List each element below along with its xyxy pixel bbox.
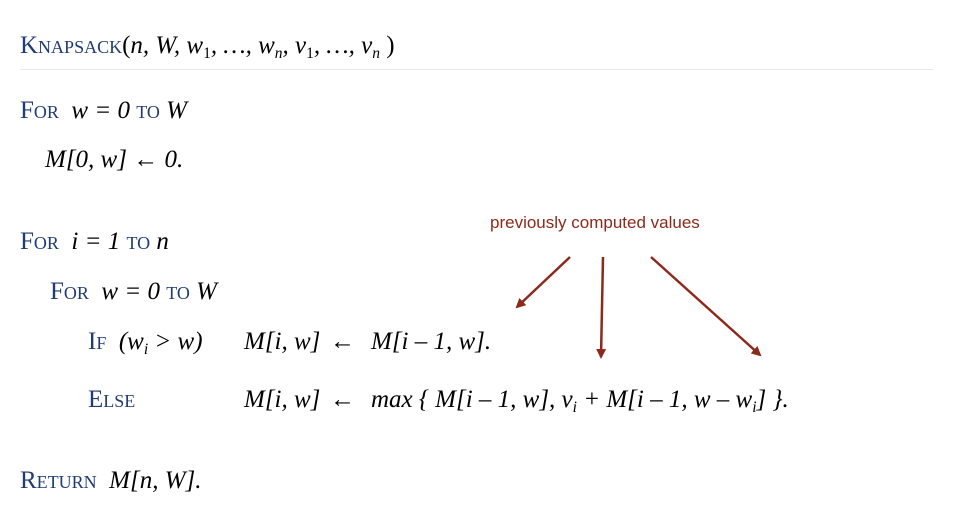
- else-keyword: Else: [88, 386, 136, 413]
- if-rhs: M[i – 1, w].: [371, 328, 492, 355]
- for-keyword: For: [50, 278, 89, 305]
- assign-arrow: ←: [330, 328, 355, 355]
- annotation-label: previously computed values: [490, 213, 700, 232]
- for-keyword: For: [20, 228, 59, 255]
- if-line: If (wi > w): [88, 328, 203, 359]
- function-signature: Knapsack(n, W, w1, …, wn, v1, …, vn ): [20, 32, 395, 63]
- return-line: Return M[n, W].: [20, 467, 202, 494]
- return-keyword: Return: [20, 467, 97, 494]
- else-rhs: max { M[i – 1, w], vi + M[i – 1, w – wi]…: [371, 386, 789, 417]
- for-keyword: For: [20, 97, 59, 124]
- header-divider: [20, 69, 933, 70]
- arrow-to-max-second-term: [650, 256, 762, 357]
- to-keyword: to: [166, 278, 190, 305]
- if-keyword: If: [88, 328, 107, 355]
- loop-init-line: For w = 0 to W: [20, 97, 187, 124]
- function-name: Knapsack: [20, 32, 123, 59]
- outer-loop-line: For i = 1 to n: [20, 228, 169, 255]
- else-lhs: M[i, w]: [244, 386, 321, 413]
- arrow-to-max-first-term: [596, 256, 607, 359]
- to-keyword: to: [136, 97, 160, 124]
- assign-arrow: ←: [330, 386, 355, 413]
- init-assignment: M[0, w] ← 0.: [45, 146, 184, 173]
- to-keyword: to: [126, 228, 151, 255]
- inner-loop-line: For w = 0 to W: [50, 278, 217, 305]
- arrow-to-if-term: [515, 256, 571, 309]
- if-lhs: M[i, w]: [244, 328, 321, 355]
